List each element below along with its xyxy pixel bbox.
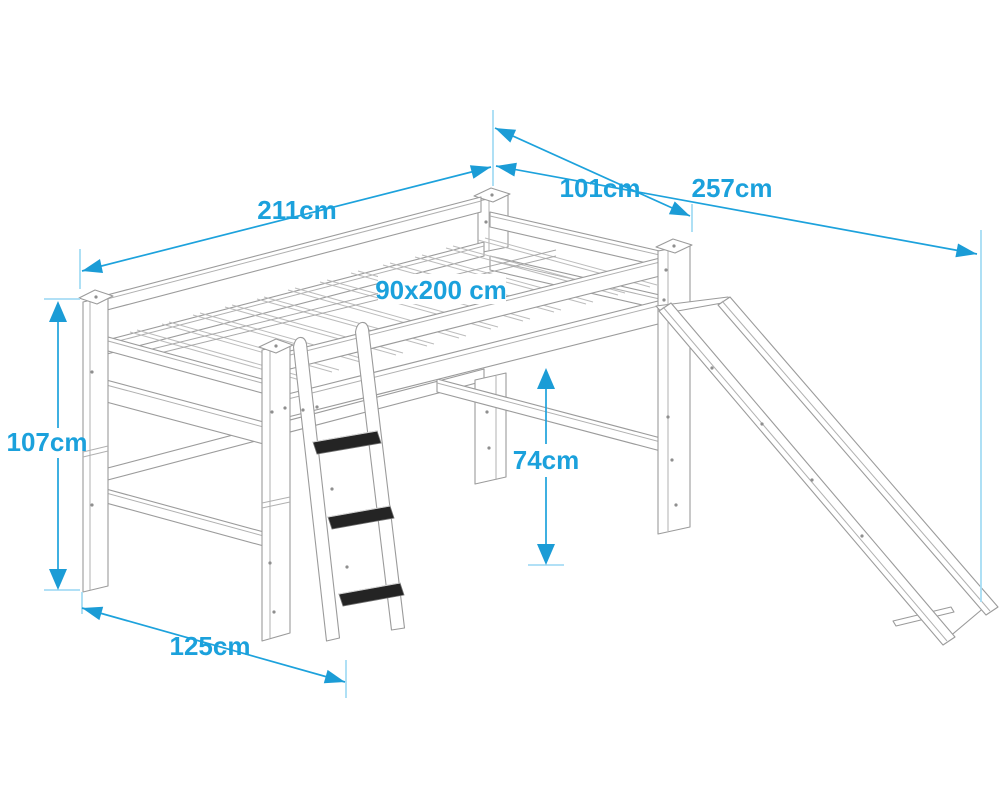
dim-label-depth: 125cm — [170, 631, 251, 661]
dimension-clearance-74: 74cm — [513, 368, 580, 566]
dim-label-width: 101cm — [560, 173, 641, 203]
dimension-slide-reach-257: 257cm — [495, 162, 982, 602]
dim-label-clearance: 74cm — [513, 445, 580, 475]
ladder-steps — [312, 430, 405, 607]
dimension-length-211: 211cm — [79, 110, 494, 289]
slide — [655, 296, 999, 646]
bed-slats — [129, 237, 658, 381]
dim-label-slide-reach: 257cm — [692, 173, 773, 203]
dim-label-height: 107cm — [7, 427, 88, 457]
dimension-width-101: 101cm — [494, 127, 693, 232]
ladder — [292, 321, 406, 642]
dim-label-length: 211cm — [257, 195, 337, 225]
mattress-size: 90x200 cm — [375, 274, 507, 305]
dimension-height-107: 107cm — [7, 298, 88, 614]
mattress-size-label: 90x200 cm — [375, 275, 507, 305]
dimension-depth-125: 125cm — [81, 606, 347, 698]
